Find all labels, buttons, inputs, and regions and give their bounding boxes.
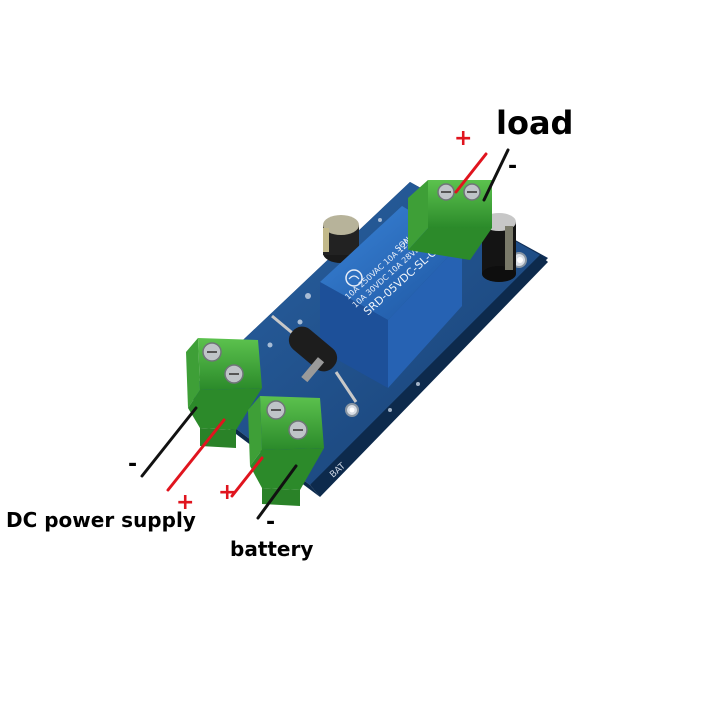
dc-minus-sign: - <box>128 452 138 477</box>
battery-plus-sign: + <box>218 480 237 505</box>
dc-negative-wire <box>140 406 198 478</box>
battery-negative-wire <box>256 464 298 520</box>
load-positive-wire <box>454 152 488 194</box>
load-minus-sign: - <box>508 154 518 179</box>
terminal-block-dc <box>186 338 262 448</box>
relay-logo-icon <box>345 269 363 287</box>
dc-power-supply-label: DC power supply <box>6 508 196 532</box>
diode <box>271 314 358 403</box>
terminal-block-battery <box>248 396 324 506</box>
terminal-block-load <box>408 180 492 260</box>
load-negative-wire <box>482 148 510 202</box>
battery-minus-sign: - <box>266 510 276 535</box>
load-label: load <box>496 104 574 142</box>
load-plus-sign: + <box>454 126 473 151</box>
battery-label: battery <box>230 537 314 561</box>
battery-positive-wire <box>230 456 264 498</box>
wires <box>140 148 510 520</box>
dc-positive-wire <box>166 418 226 492</box>
dc-plus-sign: + <box>176 490 195 515</box>
capacitor-right <box>482 213 516 282</box>
